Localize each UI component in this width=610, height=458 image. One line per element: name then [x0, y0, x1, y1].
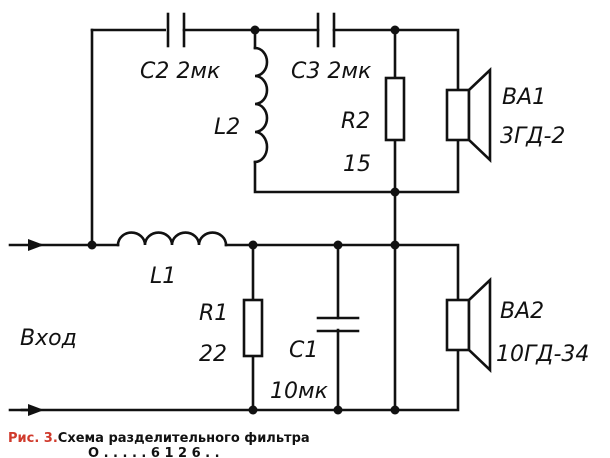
input-arrows [8, 239, 44, 416]
label-c1-name: C1 [289, 338, 318, 363]
label-r2-name: R2 [341, 109, 370, 134]
label-c2: C2 2мк [140, 59, 221, 84]
label-ba2-model: 10ГД-34 [496, 342, 589, 367]
caption-line-1: Рис. 3.Схема разделительного фильтра [8, 431, 608, 446]
speaker-ba1-icon [445, 66, 492, 164]
label-r1-name: R1 [199, 301, 228, 326]
crossover-filter-schematic: C2 2мк C3 2мк L2 R2 15 BA1 3ГД-2 L1 R1 2… [8, 12, 589, 416]
label-ba1-model: 3ГД-2 [500, 124, 565, 149]
speaker-ba2-icon [445, 276, 492, 374]
resistor-r1 [242, 298, 264, 358]
caption-line-2: О . . . . . 6 1 2 6 . . [8, 446, 608, 458]
junction-dot [390, 240, 400, 250]
l1-output-wire [224, 243, 460, 302]
caption-text: Схема разделительного фильтра [57, 431, 310, 446]
junction-dot [248, 240, 258, 250]
junction-dot [250, 25, 260, 35]
inductor-l1 [116, 231, 228, 247]
junction-dot [390, 405, 400, 415]
junction-dot [248, 405, 258, 415]
inductor-l2 [253, 46, 269, 164]
label-input: Вход [20, 326, 77, 351]
capacitor-c1 [316, 316, 360, 333]
label-ba1-name: BA1 [502, 85, 546, 110]
junction-dots [87, 25, 400, 415]
junction-dot [333, 405, 343, 415]
label-r2-value: 15 [343, 152, 371, 177]
label-c1-value: 10мк [270, 379, 329, 404]
component-labels: C2 2мк C3 2мк L2 R2 15 BA1 3ГД-2 L1 R1 2… [20, 59, 589, 404]
top-rail-wire-c [332, 28, 460, 92]
label-c3: C3 2мк [291, 59, 372, 84]
capacitor-c3 [316, 12, 336, 48]
label-l2: L2 [214, 115, 240, 140]
input-arrow-top-head [28, 239, 44, 251]
bottom-rail-wire [20, 348, 460, 412]
label-ba2-name: BA2 [500, 299, 544, 324]
resistor-r2 [384, 76, 406, 142]
caption-second-line: О . . . . . 6 1 2 6 . . [88, 446, 220, 458]
junction-dot [87, 240, 97, 250]
l2-bottom-wire [253, 138, 460, 194]
junction-dot [333, 240, 343, 250]
capacitor-c2 [166, 12, 186, 48]
caption-figure-number: Рис. 3. [8, 431, 58, 446]
input-arrow-bottom-head [28, 404, 44, 416]
junction-dot [390, 187, 400, 197]
junction-dot [390, 25, 400, 35]
label-r1-value: 22 [199, 342, 227, 367]
figure-caption: Рис. 3.Схема разделительного фильтра О .… [8, 431, 608, 458]
label-l1: L1 [150, 264, 176, 289]
